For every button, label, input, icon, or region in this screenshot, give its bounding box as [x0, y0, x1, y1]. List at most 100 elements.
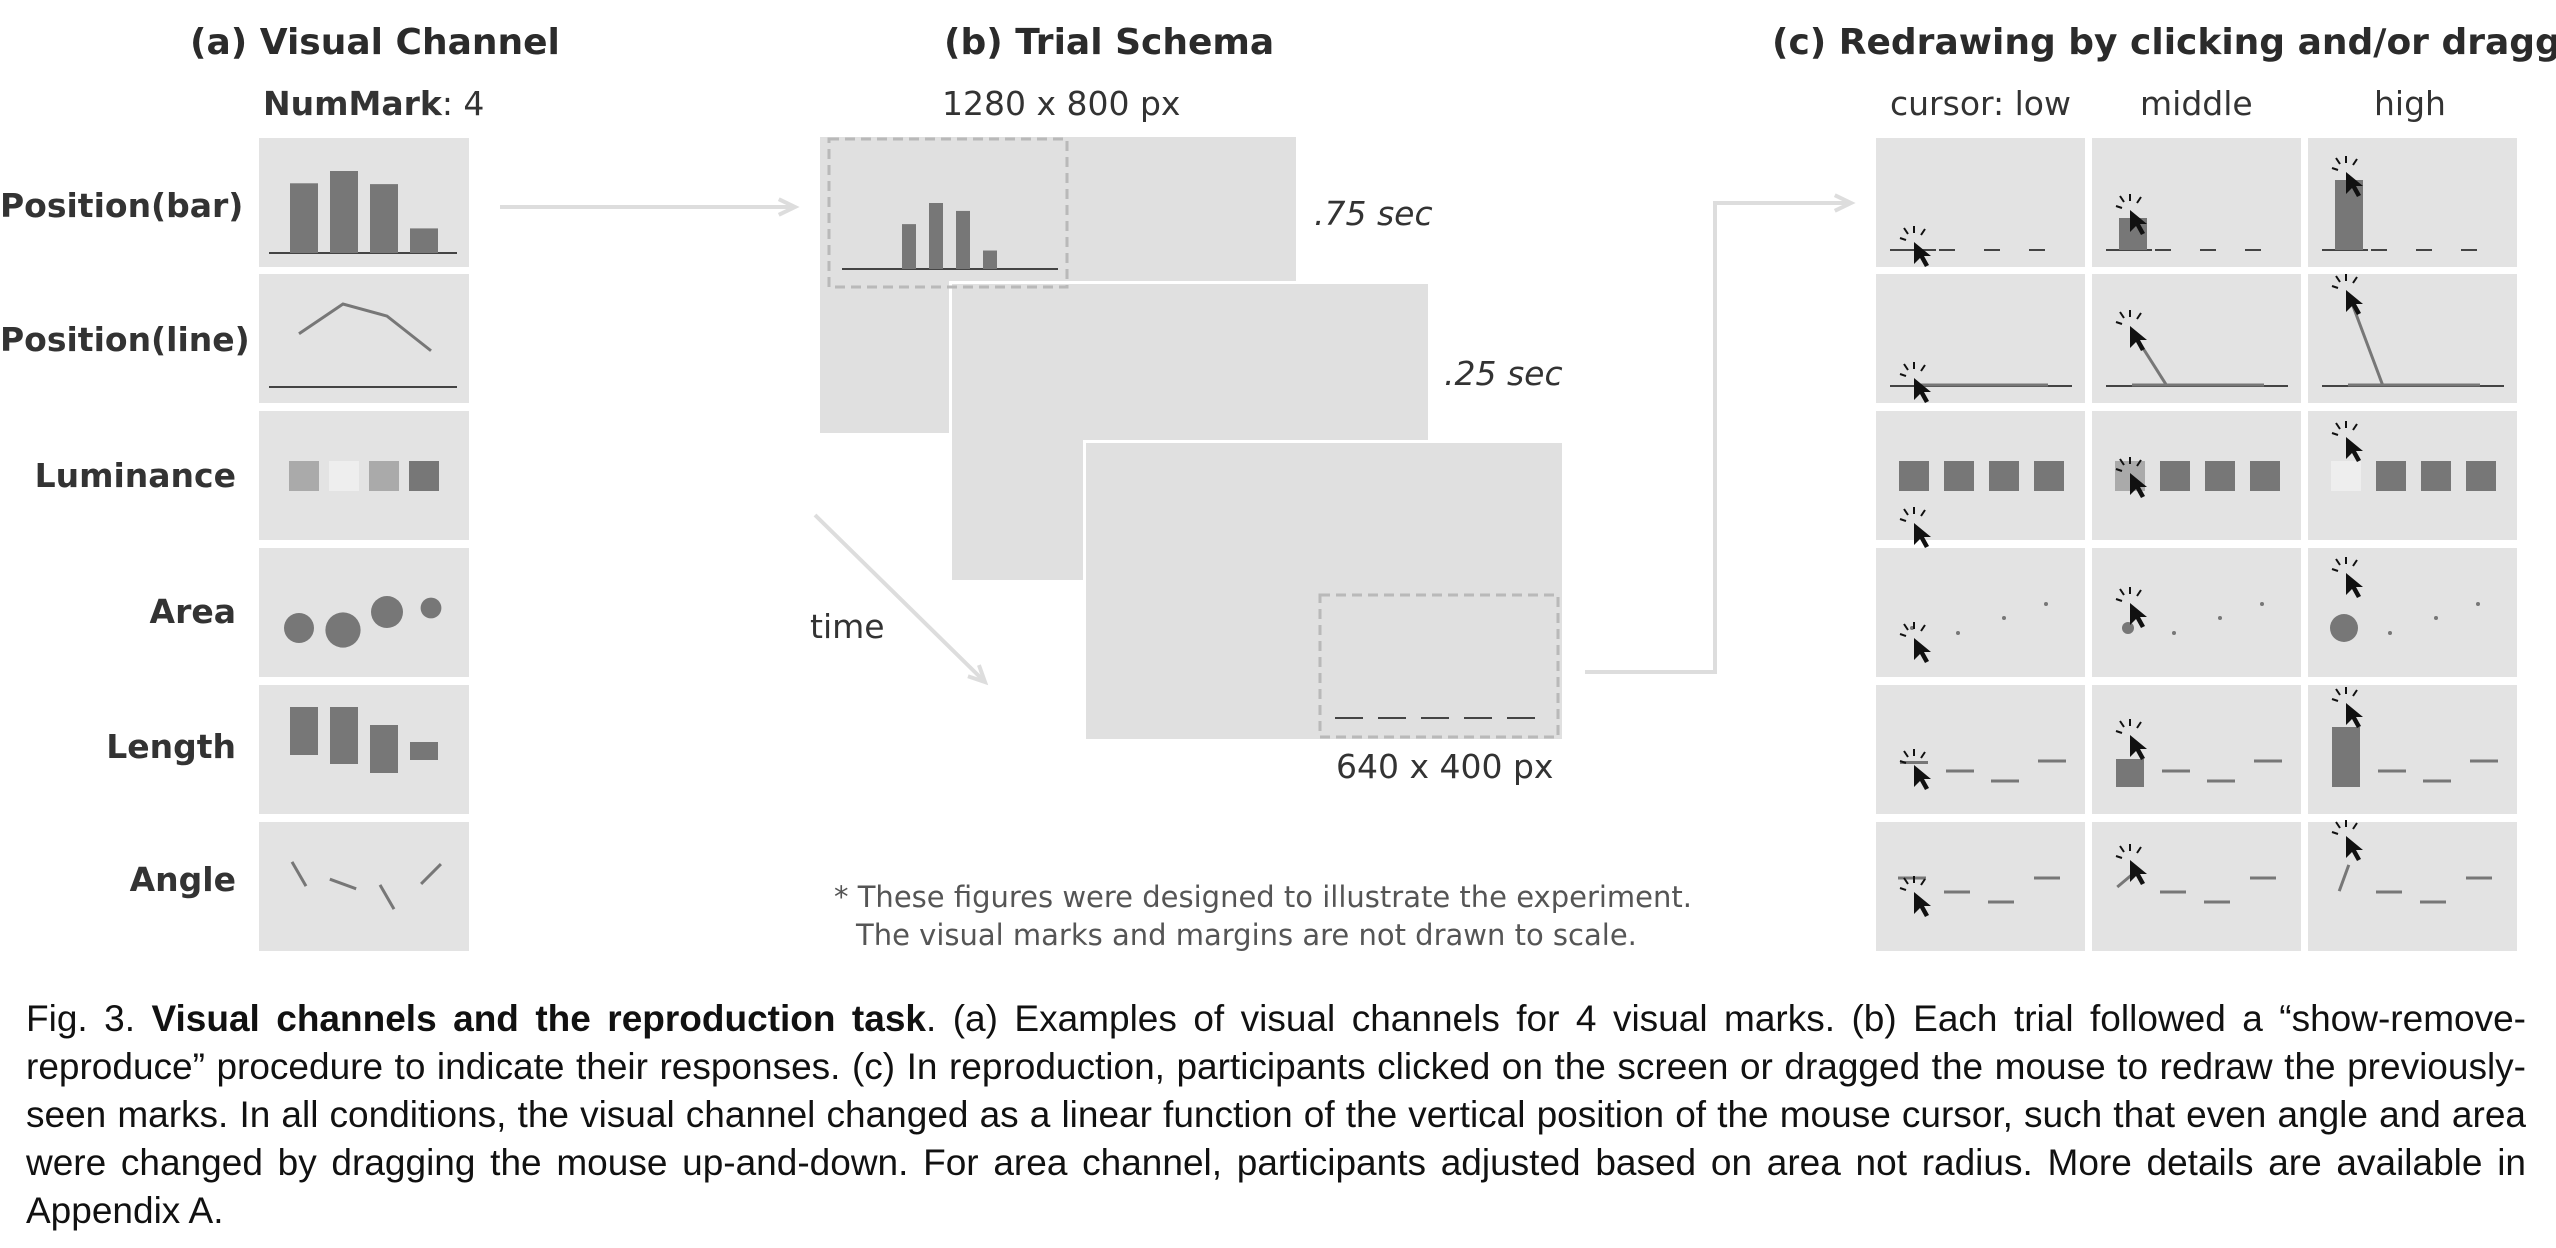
c-angle-cursor-0	[1914, 892, 1931, 917]
c-length-cursor-2-ray-1	[2331, 698, 2339, 702]
c-length-cursor-1	[2130, 735, 2147, 760]
time-label: time	[810, 607, 885, 646]
c-bar-cursor-1	[2130, 210, 2147, 235]
c-lum-mark-0-2	[1944, 461, 1974, 491]
cell-c-line-low	[1876, 274, 2085, 403]
caption-bold-title: Visual channels and the reproduction tas…	[151, 998, 926, 1039]
c-length-cursor-0-ray-2	[1903, 750, 1909, 758]
a-angle-mark-3	[378, 884, 396, 910]
c-line-cursor-0-ray-1	[1899, 373, 1907, 377]
cell-c-line-middle	[2092, 274, 2301, 403]
a-bar-mark-4	[410, 228, 438, 253]
show-region-box	[827, 137, 1069, 289]
arrow-b-to-c	[1585, 201, 1851, 674]
c-bar-cursor-2	[2346, 172, 2363, 197]
c-length-cursor-1-ray-1	[2115, 730, 2123, 734]
c-area-cursor-2-ray-2	[2335, 558, 2341, 566]
c-bar-cursor-2-ray-2	[2335, 157, 2341, 165]
cell-c-bar-low	[1876, 138, 2085, 267]
c-length-cursor-0	[1914, 765, 1931, 790]
c-angle-cursor-2	[2346, 836, 2363, 861]
cell-c-area-middle	[2092, 548, 2301, 677]
c-lum-mark-2-4	[2466, 461, 2496, 491]
c-angle-cursor-0-ray-2	[1903, 877, 1909, 885]
c-angle-cursor-2-ray-2	[2335, 821, 2341, 829]
c-length-cursor-0-ray-4	[1920, 751, 1926, 759]
screen-size-label: 1280 x 800 px	[942, 84, 1181, 123]
c-line-rise-2	[2348, 297, 2385, 387]
c-area-cursor-1-ray-4	[2136, 589, 2142, 597]
c-area-dot-1-1	[2172, 631, 2176, 635]
cell-c-angle-high	[2308, 822, 2517, 951]
cell-c-angle-low	[1876, 822, 2085, 951]
c-area-dot-2-3	[2476, 602, 2480, 606]
c-lum-mark-0-4	[2034, 461, 2064, 491]
a-luminance-mark-2	[329, 461, 359, 491]
c-bar-cursor-0-ray-1	[1899, 237, 1907, 241]
c-length-cursor-2-ray-2	[2335, 688, 2341, 696]
a-angle-mark-2	[329, 877, 357, 891]
c-angle-cursor-0-ray-4	[1920, 878, 1926, 886]
c-bar-cursor-0-ray-2	[1903, 227, 1909, 235]
timing-075: .75 sec	[1314, 194, 1433, 233]
c-lum-mark-1-3	[2205, 461, 2235, 491]
note-text-1: These figures were designed to illustrat…	[857, 880, 1692, 914]
a-length-mark-1	[290, 707, 318, 755]
a-luminance-mark-4	[409, 461, 439, 491]
nummark-label: NumMark: 4	[263, 84, 484, 123]
c-line-cursor-2	[2346, 290, 2363, 315]
c-area-dot-0-1	[1956, 631, 1960, 635]
c-area-dot-0-3	[2044, 602, 2048, 606]
cell-c-area-low	[1876, 548, 2085, 677]
row-label-luminance: Luminance	[34, 456, 236, 495]
c-angle-cursor-2-ray-4	[2352, 822, 2358, 830]
c-area-mark-2	[2330, 614, 2358, 642]
caption-body: . (a) Examples of visual channels for 4 …	[26, 998, 2526, 1231]
c-line-cursor-0-ray-4	[1920, 364, 1926, 372]
c-line-cursor-1-ray-1	[2115, 321, 2123, 325]
c-bar-cursor-1-ray-4	[2136, 196, 2142, 204]
c-area-cursor-0-ray-4	[1920, 624, 1926, 632]
c-lum-cursor-2	[2346, 437, 2363, 462]
c-lum-mark-0-3	[1989, 461, 2019, 491]
cell-c-length-low	[1876, 685, 2085, 814]
caption-fig-number: Fig. 3.	[26, 998, 135, 1039]
c-area-dot-1-2	[2218, 616, 2222, 620]
row-label-position-line: Position(line)	[0, 320, 250, 359]
c-lum-cursor-2-ray-1	[2331, 432, 2339, 436]
c-lum-mark-1-2	[2160, 461, 2190, 491]
a-line-mark	[298, 302, 432, 352]
c-area-dot-2-2	[2434, 616, 2438, 620]
cell-c-area-high	[2308, 548, 2517, 677]
c-area-mark-1	[2122, 622, 2134, 634]
a-bar-mark-2	[330, 171, 358, 253]
c-angle-mark-2	[2337, 864, 2351, 892]
c-lum-cursor-1-ray-1	[2115, 468, 2123, 472]
a-bar-mark-3	[370, 184, 398, 253]
c-length-mark-0	[1900, 761, 1928, 764]
nummark-value: : 4	[441, 84, 485, 123]
show-bar-4	[983, 250, 997, 269]
c-area-dot-1-3	[2260, 602, 2264, 606]
row-label-length: Length	[106, 727, 236, 766]
c-lum-cursor-0-ray-4	[1920, 509, 1926, 517]
c-area-cursor-0-ray-1	[1899, 633, 1907, 637]
cell-c-length-middle	[2092, 685, 2301, 814]
panel-a-title: (a) Visual Channel	[190, 22, 560, 63]
c-line-cursor-1	[2130, 326, 2147, 351]
c-length-mark-2	[2332, 727, 2360, 787]
a-luminance-mark-3	[369, 461, 399, 491]
c-lum-mark-2-1	[2331, 461, 2361, 491]
a-length-mark-4	[410, 742, 438, 760]
a-angle-mark-4	[420, 863, 442, 885]
c-length-cursor-0-ray-1	[1899, 760, 1907, 764]
c-lum-mark-2-3	[2421, 461, 2451, 491]
c-lum-cursor-1-ray-2	[2119, 458, 2125, 466]
c-length-cursor-1-ray-4	[2136, 721, 2142, 729]
c-angle-cursor-1-ray-4	[2136, 846, 2142, 854]
c-lum-cursor-1-ray-4	[2136, 459, 2142, 467]
c-bar-cursor-2-ray-4	[2352, 158, 2358, 166]
c-line-cursor-1-ray-4	[2136, 312, 2142, 320]
c-line-cursor-1-ray-2	[2119, 311, 2125, 319]
c-length-cursor-2	[2346, 703, 2363, 728]
